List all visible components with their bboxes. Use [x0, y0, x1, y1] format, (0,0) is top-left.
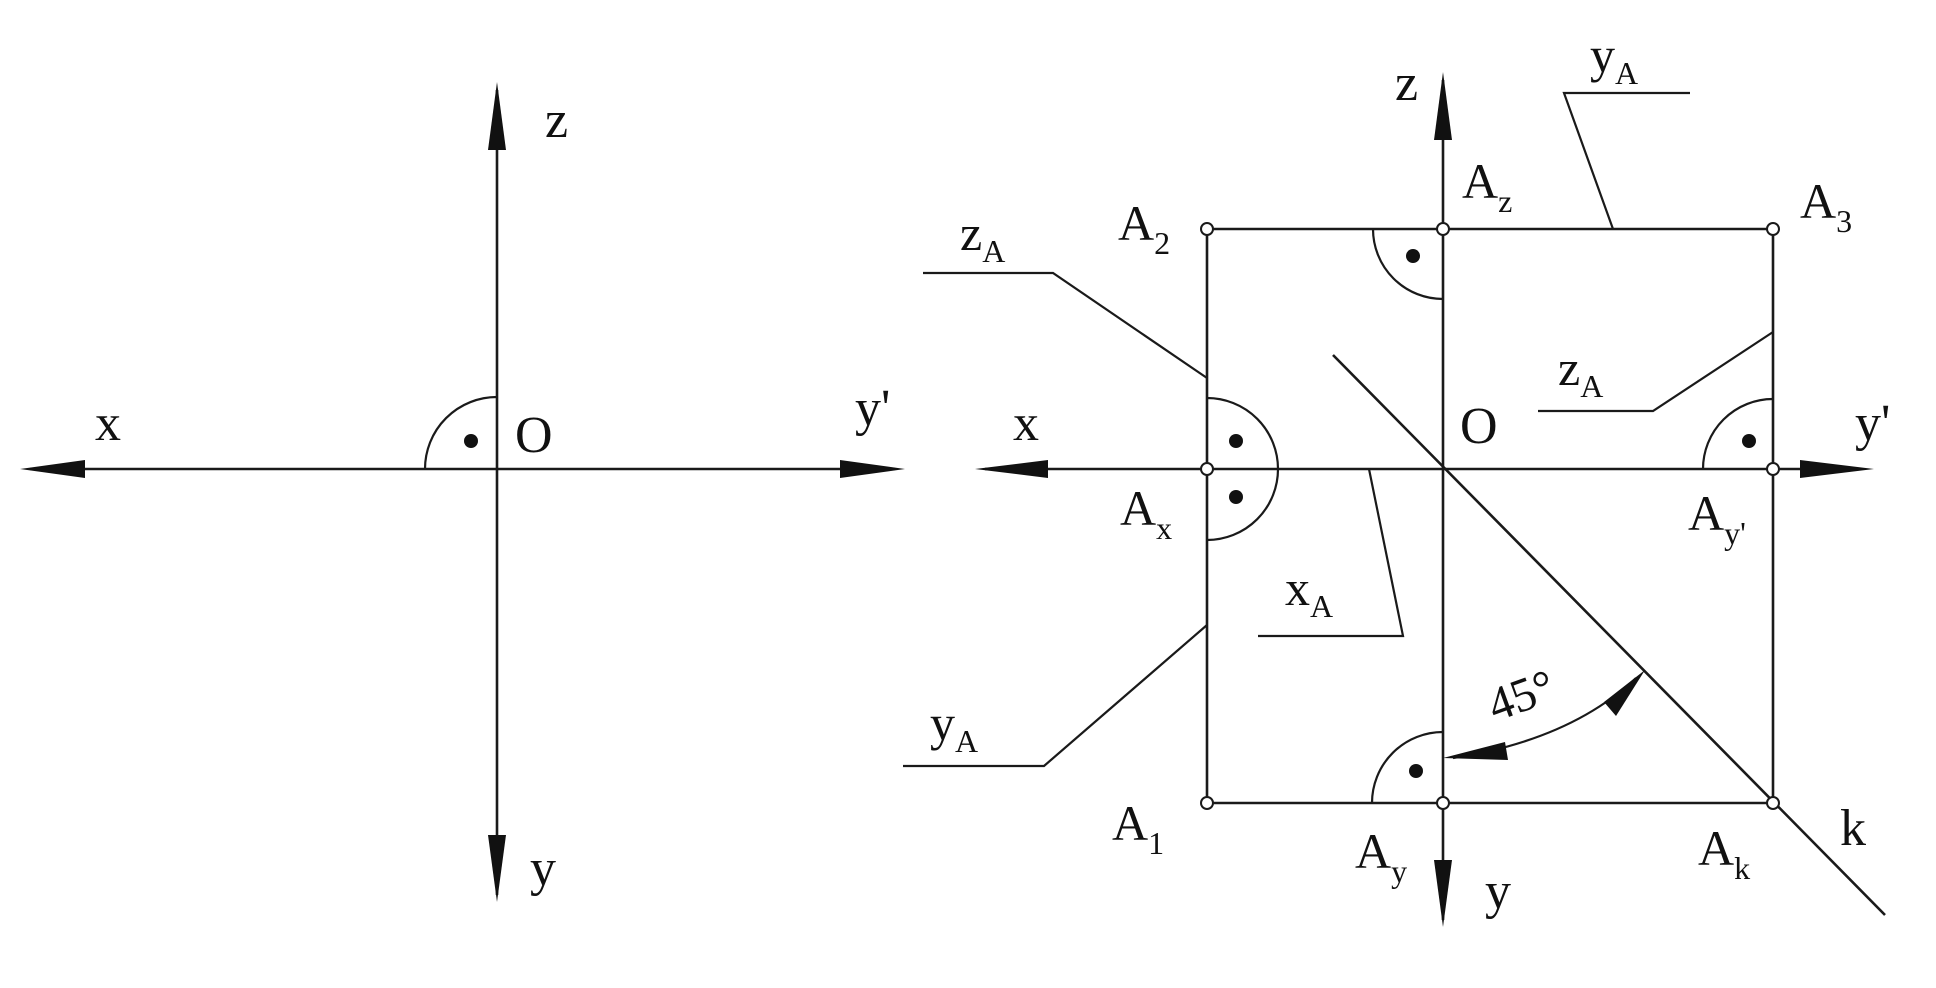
right-x-arrowhead: [975, 460, 1048, 478]
right-origin-label: O: [1460, 398, 1498, 455]
angle-45-label: 45°: [1481, 660, 1562, 733]
right-y-label: y: [1485, 863, 1511, 920]
point-Ay-prime: [1766, 462, 1780, 476]
x-axis-lower-dot: [1229, 490, 1243, 504]
right-y-prime-label: y': [1855, 395, 1890, 452]
left-z-arrowhead: [488, 82, 506, 150]
point-Az: [1436, 222, 1450, 236]
line-k: [1332, 354, 1886, 916]
point-Ak: [1766, 796, 1780, 810]
callout-xA: xA: [1285, 560, 1333, 624]
left-y-label: y: [530, 840, 556, 897]
left-x-arrowhead: [20, 460, 85, 478]
right-x-label: x: [1013, 395, 1039, 452]
point-A1: [1200, 796, 1214, 810]
xA-leader: [1258, 468, 1405, 638]
angle-45-arrowhead-right: [1604, 670, 1645, 716]
label-A3: A3: [1800, 173, 1852, 239]
label-Ay: Ay: [1355, 823, 1407, 889]
right-y-prime-arrowhead: [1800, 460, 1874, 478]
left-right-angle-arc: [423, 395, 498, 470]
callout-yA-left: yA: [930, 695, 978, 759]
left-figure: x y' z y O: [20, 82, 905, 902]
callout-yA-top: yA: [1590, 27, 1638, 91]
label-A2: A2: [1118, 195, 1170, 261]
label-Az: Az: [1462, 153, 1512, 219]
y-prime-angle-dot: [1742, 434, 1756, 448]
top-angle-dot: [1406, 249, 1420, 263]
label-Ak: Ak: [1698, 820, 1750, 886]
x-axis-upper-dot: [1229, 434, 1243, 448]
label-A1: A1: [1112, 795, 1164, 861]
left-y-arrowhead: [488, 835, 506, 902]
point-A3: [1766, 222, 1780, 236]
callout-zA-left: zA: [960, 205, 1005, 269]
angle-45-arrowhead-left: [1443, 742, 1508, 760]
right-z-label: z: [1395, 55, 1418, 112]
label-Ax: Ax: [1120, 480, 1172, 546]
top-right-angle-arc: [1371, 228, 1444, 301]
point-Ay: [1436, 796, 1450, 810]
left-z-label: z: [545, 92, 568, 149]
right-z-arrowhead: [1434, 72, 1452, 140]
label-Ay-prime: Ay': [1688, 485, 1746, 551]
right-figure: x y' z y O A2 Az A3 Ax Ay' A1 Ay Ak yA z…: [903, 27, 1890, 927]
y-prime-right-angle-arc: [1701, 397, 1774, 470]
point-Ax: [1200, 462, 1214, 476]
zA-right-leader: [1538, 331, 1774, 413]
yA-top-leader: [1562, 91, 1690, 230]
bottom-right-angle-arc: [1370, 730, 1444, 804]
left-x-label: x: [95, 395, 121, 452]
yA-left-leader: [903, 624, 1208, 768]
zA-left-leader: [923, 271, 1208, 379]
point-A2: [1200, 222, 1214, 236]
callout-zA-right: zA: [1558, 340, 1603, 404]
left-angle-dot: [464, 434, 478, 448]
line-k-label: k: [1840, 800, 1866, 857]
x-axis-semicircle: [1206, 396, 1280, 542]
left-y-prime-label: y': [855, 380, 890, 437]
right-y-arrowhead: [1434, 860, 1452, 927]
left-y-prime-arrowhead: [840, 460, 905, 478]
bottom-angle-dot: [1409, 764, 1423, 778]
left-origin-label: O: [515, 407, 553, 464]
